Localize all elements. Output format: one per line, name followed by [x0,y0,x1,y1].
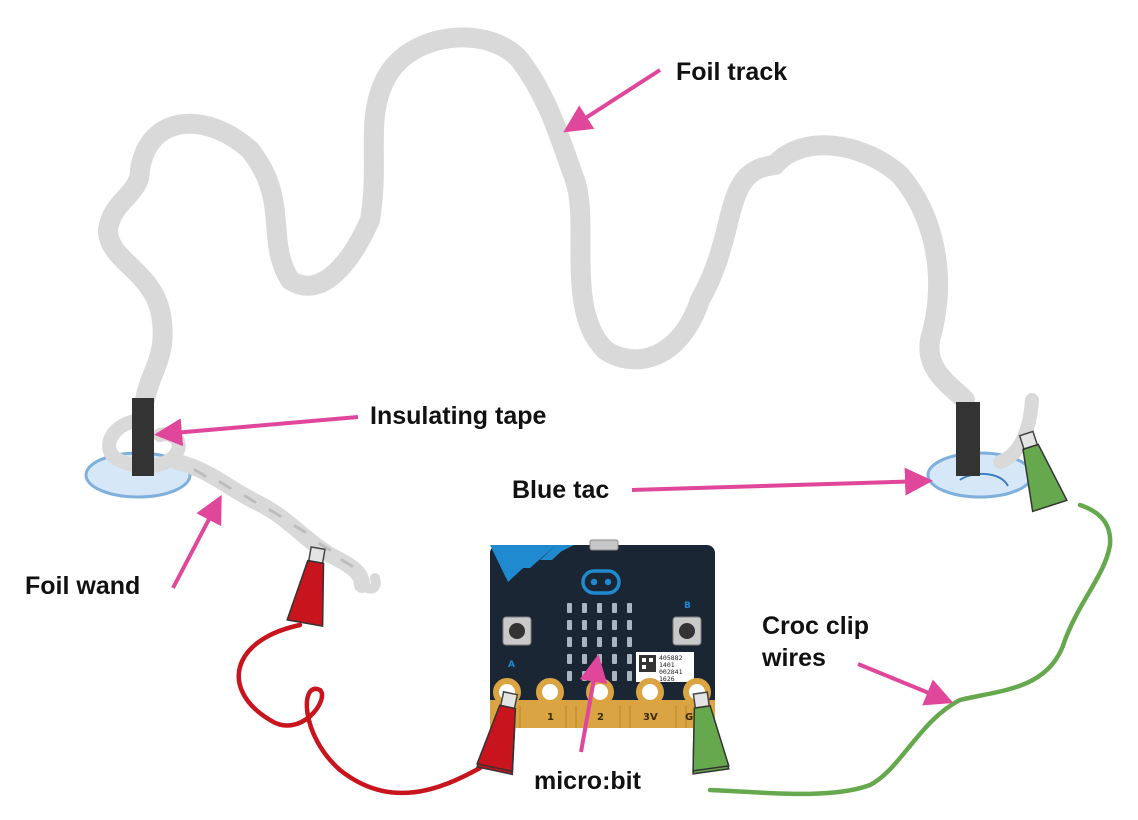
sticker-line-2: 1401 [659,661,675,669]
pin-label-2: 2 [597,712,604,723]
microbit-board: A B 405882 1401 002841 1626 1 2 3V G [490,539,715,728]
foil-wand-twist-texture [193,468,354,568]
green-croc-clip-top [1018,430,1068,513]
label-insulating-tape: Insulating tape [370,402,547,430]
arrow-croc-clip [857,662,954,706]
pin-1-hole [536,678,564,706]
pin-label-3v: 3V [643,712,658,723]
button-a-label: A [508,660,515,670]
sticker-line-3: 002841 [659,668,683,676]
microbit-logo-dot-left [590,578,598,586]
arrow-microbit [579,654,608,753]
red-croc-clip-top [286,546,326,628]
clip-sleeve [1022,443,1068,513]
green-croc-wire [707,502,1113,797]
green-croc-clip-gnd [692,691,730,772]
pin-label-gnd: G [685,712,693,723]
label-blue-tac: Blue tac [512,476,609,504]
board-accent-stripe-4 [560,545,574,552]
insulating-tape-right [956,402,980,476]
sticker-line-4: 1626 [659,675,675,683]
arrow-foil-track [563,68,662,133]
label-croc-clip-line2: wires [761,644,826,672]
button-a: A [502,616,532,670]
arrow-foil-wand [171,494,222,589]
callout-arrows [154,68,954,753]
foil-track-strip [98,27,975,410]
arrow-insulating-tape [154,415,359,447]
microbit-logo [581,569,621,595]
red-croc-wire [236,622,483,796]
label-croc-clip-line1: Croc clip [762,612,869,640]
insulating-tape-left [132,398,154,476]
usb-port [589,539,619,551]
sticker-line-1: 405882 [659,654,683,662]
red-croc-clip-pin0 [476,690,519,773]
serial-sticker: 405882 1401 002841 1626 [636,652,694,683]
pin-label-1: 1 [547,712,554,723]
button-b: B [672,601,702,646]
pin-3v-hole [636,678,664,706]
microbit-logo-dot-right [604,578,612,586]
label-foil-track: Foil track [676,58,787,86]
clip-sleeve [476,704,517,773]
clip-sleeve [286,559,325,628]
foil-wand-tip [357,573,381,594]
clip-sleeve [692,705,730,772]
foil-track [98,27,975,410]
board-accent-stripe-1 [490,545,548,582]
qr-code [639,655,656,672]
board-accent-stripe-2 [522,545,556,568]
arrow-blue-tac [631,467,933,496]
label-foil-wand: Foil wand [25,572,140,600]
label-microbit: micro:bit [534,767,642,795]
board-accent-stripe-3 [540,545,568,560]
button-b-label: B [684,601,691,611]
blue-tac-indent-right [959,473,1009,487]
